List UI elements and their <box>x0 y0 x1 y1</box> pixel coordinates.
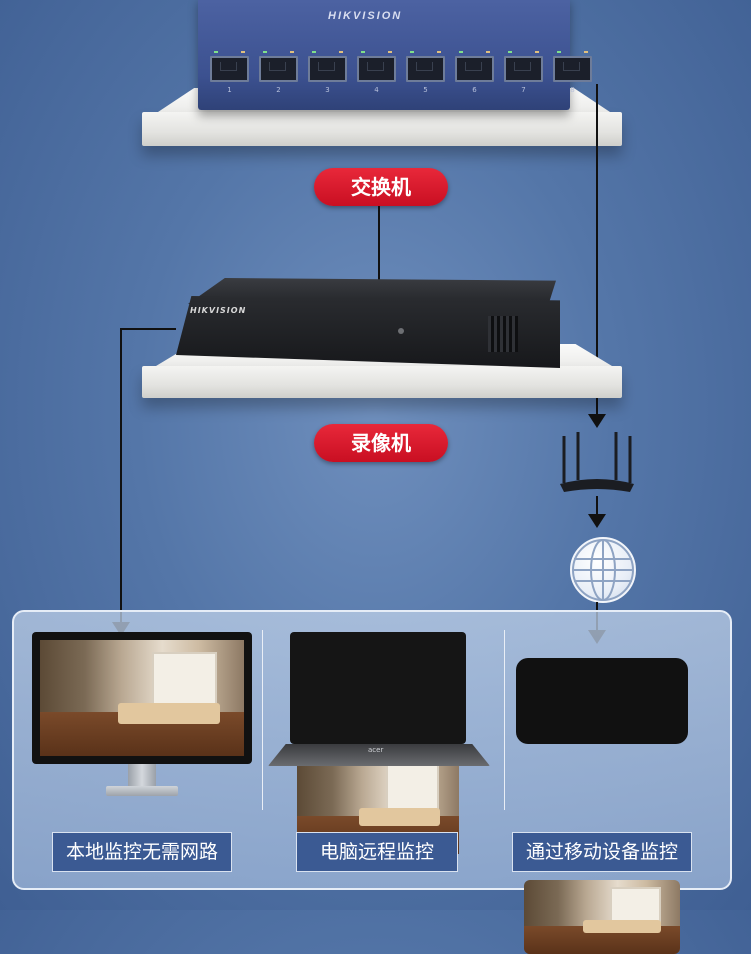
laptop-room-sofa <box>358 808 440 826</box>
nvr-shelf <box>142 366 622 398</box>
monitor-screen <box>40 640 244 756</box>
laptop-room-window <box>386 764 439 813</box>
port-led <box>214 51 218 53</box>
port-number: 7 <box>521 86 526 94</box>
port-number: 1 <box>227 86 232 94</box>
port-led <box>241 51 245 53</box>
port-number: 6 <box>472 86 477 94</box>
panel-divider-1 <box>262 630 263 810</box>
port-led <box>508 51 512 53</box>
caption-local-monitoring: 本地监控无需网路 <box>52 832 232 872</box>
phone-room-sofa <box>583 919 662 934</box>
router-globe-link <box>596 496 598 516</box>
phone-screen <box>524 880 680 954</box>
laptop-brand: acer <box>368 746 384 754</box>
switch-port: 7 <box>504 51 543 94</box>
port-led <box>290 51 294 53</box>
port-led <box>410 51 414 53</box>
router-icon <box>560 432 634 492</box>
port-led <box>486 51 490 53</box>
panel-divider-2 <box>504 630 505 810</box>
switch-port: 2 <box>259 51 298 94</box>
nvr-brand: HIKVISION <box>190 306 247 315</box>
switch-brand: HIKVISION <box>328 10 403 22</box>
port-led <box>339 51 343 53</box>
nvr-label: 录像机 <box>314 424 448 462</box>
network-switch: HIKVISION 1 2 3 4 5 6 7 8 <box>198 0 592 110</box>
port-led <box>388 51 392 53</box>
nvr-led <box>398 328 404 334</box>
smartphone <box>516 658 688 744</box>
port-led <box>361 51 365 53</box>
nvr-monitor-link-h <box>120 328 176 330</box>
laptop-lid <box>290 632 466 744</box>
port-number: 2 <box>276 86 281 94</box>
switch-port-row: 1 2 3 4 5 6 7 8 <box>210 51 592 94</box>
monitor-neck <box>128 764 156 786</box>
port-led <box>535 51 539 53</box>
caption-mobile-monitoring: 通过移动设备监控 <box>512 832 692 872</box>
switch-router-link <box>596 84 598 414</box>
switch-port: 8 <box>553 51 592 94</box>
port-number: 3 <box>325 86 330 94</box>
port-led <box>312 51 316 53</box>
port-led <box>584 51 588 53</box>
switch-port: 4 <box>357 51 396 94</box>
laptop-keyboard <box>268 744 490 766</box>
port-led <box>557 51 561 53</box>
switch-port: 6 <box>455 51 494 94</box>
room-window <box>152 651 218 708</box>
port-led <box>263 51 267 53</box>
arrow-to-router <box>588 414 606 428</box>
switch-port: 5 <box>406 51 445 94</box>
port-led <box>459 51 463 53</box>
monitor-base <box>106 786 178 796</box>
port-number: 8 <box>570 86 575 94</box>
switch-port: 1 <box>210 51 249 94</box>
switch-nvr-link <box>378 206 380 286</box>
nvr-vent <box>488 316 518 352</box>
caption-pc-remote: 电脑远程监控 <box>296 832 458 872</box>
port-led <box>437 51 441 53</box>
arrow-to-globe <box>588 514 606 528</box>
switch-shelf <box>142 112 622 146</box>
globe-grid-icon <box>572 539 634 601</box>
port-number: 4 <box>374 86 379 94</box>
room-sofa <box>117 702 220 724</box>
port-number: 5 <box>423 86 428 94</box>
switch-label: 交换机 <box>314 168 448 206</box>
switch-port: 3 <box>308 51 347 94</box>
nvr-monitor-link-v <box>120 328 122 624</box>
